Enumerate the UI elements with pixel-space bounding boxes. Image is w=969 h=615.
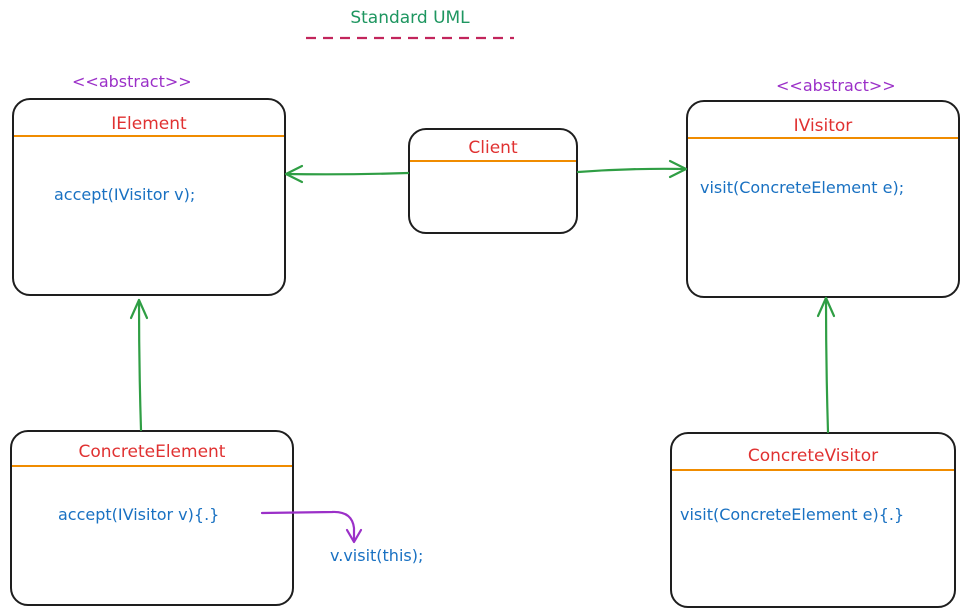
method-accept-impl: accept(IVisitor v){.} [58,505,220,524]
method-accept: accept(IVisitor v); [54,185,196,204]
call-arrow-visit [260,510,363,544]
method-visit-impl: visit(ConcreteElement e){.} [680,505,905,524]
diagram-title: Standard UML [350,8,470,28]
class-separator [672,469,954,471]
class-name-client: Client [468,138,518,158]
association-arrow-client-ielement [284,164,410,184]
class-box-concrete-visitor[interactable]: ConcreteVisitor visit(ConcreteElement e)… [670,432,956,608]
ielement-stereotype: <<abstract>> [72,72,192,91]
class-box-ielement[interactable]: IElement accept(IVisitor v); [12,98,286,296]
method-visit: visit(ConcreteElement e); [700,178,905,197]
class-box-client[interactable]: Client [408,128,578,234]
class-name-concrete-element: ConcreteElement [78,442,226,462]
class-name-ielement: IElement [111,114,187,134]
class-separator [14,135,284,137]
inheritance-arrow-concrete-element [129,298,149,432]
association-arrow-client-ivisitor [576,159,688,179]
class-separator [12,465,292,467]
class-separator [688,137,958,139]
class-box-ivisitor[interactable]: IVisitor visit(ConcreteElement e); [686,100,960,298]
call-note: v.visit(this); [330,546,424,565]
class-separator [410,160,576,162]
inheritance-arrow-concrete-visitor [816,296,836,434]
ivisitor-stereotype: <<abstract>> [776,76,896,95]
class-name-concrete-visitor: ConcreteVisitor [747,446,879,466]
class-name-ivisitor: IVisitor [793,116,853,136]
class-box-concrete-element[interactable]: ConcreteElement accept(IVisitor v){.} [10,430,294,606]
